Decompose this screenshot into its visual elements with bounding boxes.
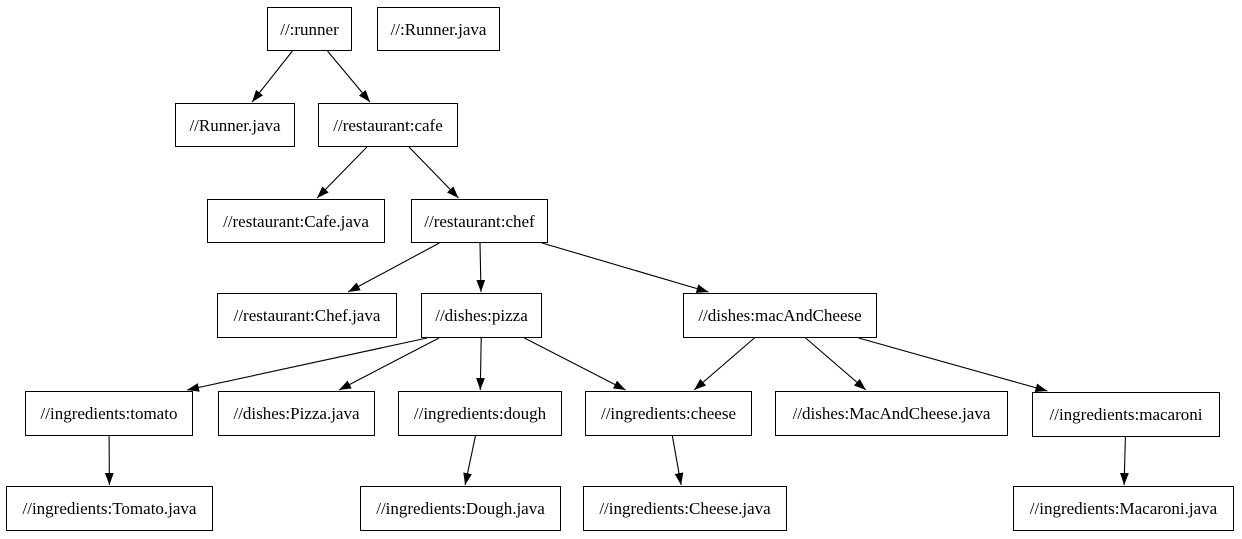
edge-mac-and-cheese-to-cheese (693, 337, 755, 391)
edge-chef-to-mac-and-cheese (541, 242, 709, 293)
node-label: //dishes:Pizza.java (233, 404, 360, 423)
edge-pizza-to-dough (476, 337, 485, 391)
node-label: //restaurant:Chef.java (233, 306, 381, 325)
node-label: //ingredients:Macaroni.java (1029, 499, 1218, 518)
node-label: //restaurant:Cafe.java (223, 211, 369, 231)
edge-pizza-to-pizza-java (338, 337, 440, 391)
graph-node-runner-java-target: //:Runner.java (377, 7, 500, 51)
graph-node-mac-and-cheese-java: //dishes:MacAndCheese.java (775, 391, 1008, 436)
graph-node-cafe-java: //restaurant:Cafe.java (207, 199, 385, 243)
node-label: //ingredients:Tomato.java (22, 499, 197, 518)
graph-node-cheese-java: //ingredients:Cheese.java (583, 486, 787, 531)
graph-node-cafe: //restaurant:cafe (318, 103, 458, 147)
node-label: //restaurant:cafe (333, 115, 443, 135)
edge-pizza-to-tomato (186, 337, 428, 392)
node-label: //ingredients:cheese (600, 404, 736, 423)
node-label: //ingredients:dough (413, 404, 547, 423)
edge-dough-to-dough-java (463, 435, 476, 486)
edge-cafe-to-chef (408, 146, 459, 199)
node-label: //ingredients:Cheese.java (599, 499, 771, 518)
node-label: //ingredients:macaroni (1049, 405, 1203, 424)
node-label: //Runner.java (189, 115, 281, 135)
node-label: //ingredients:Dough.java (376, 499, 545, 518)
graph-node-pizza-java: //dishes:Pizza.java (218, 391, 375, 436)
edge-cafe-to-cafe-java (316, 146, 368, 199)
edge-runner-to-cafe (327, 50, 371, 103)
graph-node-tomato-java: //ingredients:Tomato.java (6, 486, 213, 531)
edge-runner-to-runner-java (251, 50, 293, 103)
edge-chef-to-chef-java (347, 242, 440, 293)
graph-node-runner: //:runner (267, 7, 352, 51)
edge-pizza-to-cheese (524, 337, 626, 391)
graph-node-mac-and-cheese: //dishes:macAndCheese (683, 293, 877, 338)
graph-node-macaroni: //ingredients:macaroni (1032, 392, 1220, 437)
node-label: //restaurant:chef (424, 211, 535, 231)
graph-node-macaroni-java: //ingredients:Macaroni.java (1013, 486, 1234, 531)
node-label: //:Runner.java (390, 19, 487, 39)
node-label: //dishes:macAndCheese (698, 306, 862, 325)
graph-node-chef: //restaurant:chef (411, 199, 548, 243)
edge-mac-and-cheese-to-macaroni (858, 337, 1048, 392)
graph-node-pizza: //dishes:pizza (421, 293, 542, 338)
edges-group (104, 50, 1129, 486)
graph-node-chef-java: //restaurant:Chef.java (217, 293, 397, 338)
edge-mac-and-cheese-to-mac-and-cheese-java (805, 337, 867, 391)
graph-node-runner-java: //Runner.java (175, 103, 295, 147)
edge-macaroni-to-macaroni-java (1120, 436, 1129, 486)
node-label: //ingredients:tomato (40, 404, 178, 423)
graph-node-cheese: //ingredients:cheese (585, 391, 752, 436)
node-label: //:runner (280, 19, 339, 39)
graph-node-dough-java: //ingredients:Dough.java (360, 486, 561, 531)
edge-chef-to-pizza (476, 242, 486, 293)
node-label: //dishes:MacAndCheese.java (792, 404, 991, 423)
graph-node-tomato: //ingredients:tomato (25, 391, 193, 436)
graph-node-dough: //ingredients:dough (398, 391, 562, 436)
node-label: //dishes:pizza (435, 306, 528, 325)
edge-cheese-to-cheese-java (671, 435, 684, 486)
